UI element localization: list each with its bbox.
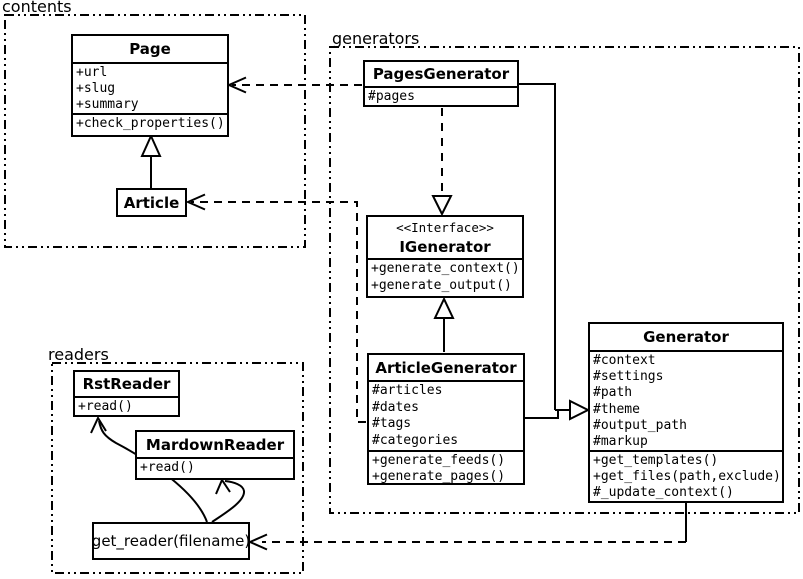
class-generator: Generator #context #settings #path #them…	[588, 322, 784, 503]
page-attributes: +url +slug +summary	[73, 62, 227, 113]
class-pages-generator: PagesGenerator #pages	[363, 60, 519, 107]
article-generator-methods: +generate_feeds() +generate_pages()	[369, 450, 523, 483]
attribute: #settings	[593, 369, 664, 385]
class-title-article-generator: ArticleGenerator	[375, 358, 517, 377]
inheritance-triangle-article-page	[140, 133, 162, 157]
rst-reader-methods: +read()	[75, 396, 178, 415]
arrow-getreader-rstreader	[98, 420, 208, 523]
package-label-contents: contents	[2, 0, 72, 16]
class-page: Page +url +slug +summary +check_properti…	[71, 34, 229, 137]
attribute: #theme	[593, 401, 640, 417]
class-article-generator: ArticleGenerator #articles #dates #tags …	[367, 353, 525, 485]
igenerator-methods: +generate_context() +generate_output()	[368, 258, 522, 296]
method: +generate_feeds()	[372, 453, 506, 468]
method: +read()	[78, 399, 133, 414]
attribute: #articles	[372, 383, 443, 398]
method: +get_templates()	[593, 453, 719, 468]
page-methods: +check_properties()	[73, 113, 227, 135]
method: +read()	[140, 460, 195, 475]
inheritance-triangle-igenerator-bottom	[433, 296, 455, 319]
open-arrowhead-rstreader	[90, 415, 107, 434]
attribute: +summary	[76, 97, 139, 112]
contents-package-border	[4, 14, 306, 248]
readers-package-border	[51, 362, 304, 574]
article-generator-attributes: #articles #dates #tags #categories	[369, 380, 523, 450]
generators-package-border	[329, 46, 800, 514]
class-title-igenerator: IGenerator	[399, 237, 491, 256]
class-igenerator: <<Interface>> IGenerator +generate_conte…	[366, 215, 524, 298]
class-title-page: Page	[129, 40, 171, 58]
open-arrowhead-getreader	[247, 533, 268, 551]
inheritance-triangle-generator	[569, 399, 591, 421]
class-markdown-reader: MardownReader +read()	[135, 430, 295, 480]
package-label-generators: generators	[332, 29, 420, 48]
attribute: #pages	[368, 89, 415, 104]
attribute: #categories	[372, 432, 459, 448]
class-title-markdown-reader: MardownReader	[145, 435, 285, 454]
attribute: #tags	[372, 416, 412, 431]
generator-attributes: #context #settings #path #theme #output_…	[590, 350, 782, 450]
dependency-line-articlegenerator-article	[191, 201, 366, 423]
class-title-article: Article	[123, 193, 180, 212]
open-arrowhead-page	[226, 76, 247, 94]
attribute: #path	[593, 385, 633, 401]
open-arrowhead-article	[185, 193, 206, 211]
inheritance-line-pagesgenerator-generator	[519, 83, 556, 410]
attribute: #context	[593, 353, 656, 368]
class-article: Article	[116, 188, 187, 217]
package-label-readers: readers	[48, 345, 109, 364]
attribute: +slug	[76, 81, 116, 96]
attribute: #markup	[593, 434, 648, 450]
igenerator-title-block: <<Interface>> IGenerator	[368, 217, 522, 258]
igenerator-stereotype: <<Interface>>	[396, 220, 494, 235]
attribute: #output_path	[593, 417, 687, 433]
method: +generate_context()	[371, 261, 520, 276]
method: #_update_context()	[593, 485, 734, 500]
generator-methods: +get_templates() +get_files(path,exclude…	[590, 450, 782, 501]
method: +generate_output()	[371, 277, 512, 293]
method: +check_properties()	[76, 116, 225, 131]
pages-generator-attributes: #pages	[365, 86, 517, 105]
realization-triangle-igenerator-top	[431, 195, 453, 217]
class-title-pages-generator: PagesGenerator	[372, 65, 510, 83]
open-arrowhead-markdownreader	[215, 477, 231, 495]
markdown-reader-methods: +read()	[137, 457, 293, 478]
class-rst-reader: RstReader +read()	[73, 370, 180, 417]
class-title-generator: Generator	[643, 328, 729, 346]
attribute: +url	[76, 65, 108, 80]
arrow-getreader-markdownreader	[211, 480, 245, 523]
attribute: #dates	[372, 399, 419, 415]
class-title-rst-reader: RstReader	[82, 375, 171, 393]
get-reader-node: get_reader(filename)	[92, 522, 250, 560]
method: +get_files(path,exclude)	[593, 469, 781, 484]
inheritance-line-articlegenerator-generator	[524, 410, 559, 419]
method: +generate_pages()	[372, 469, 506, 483]
